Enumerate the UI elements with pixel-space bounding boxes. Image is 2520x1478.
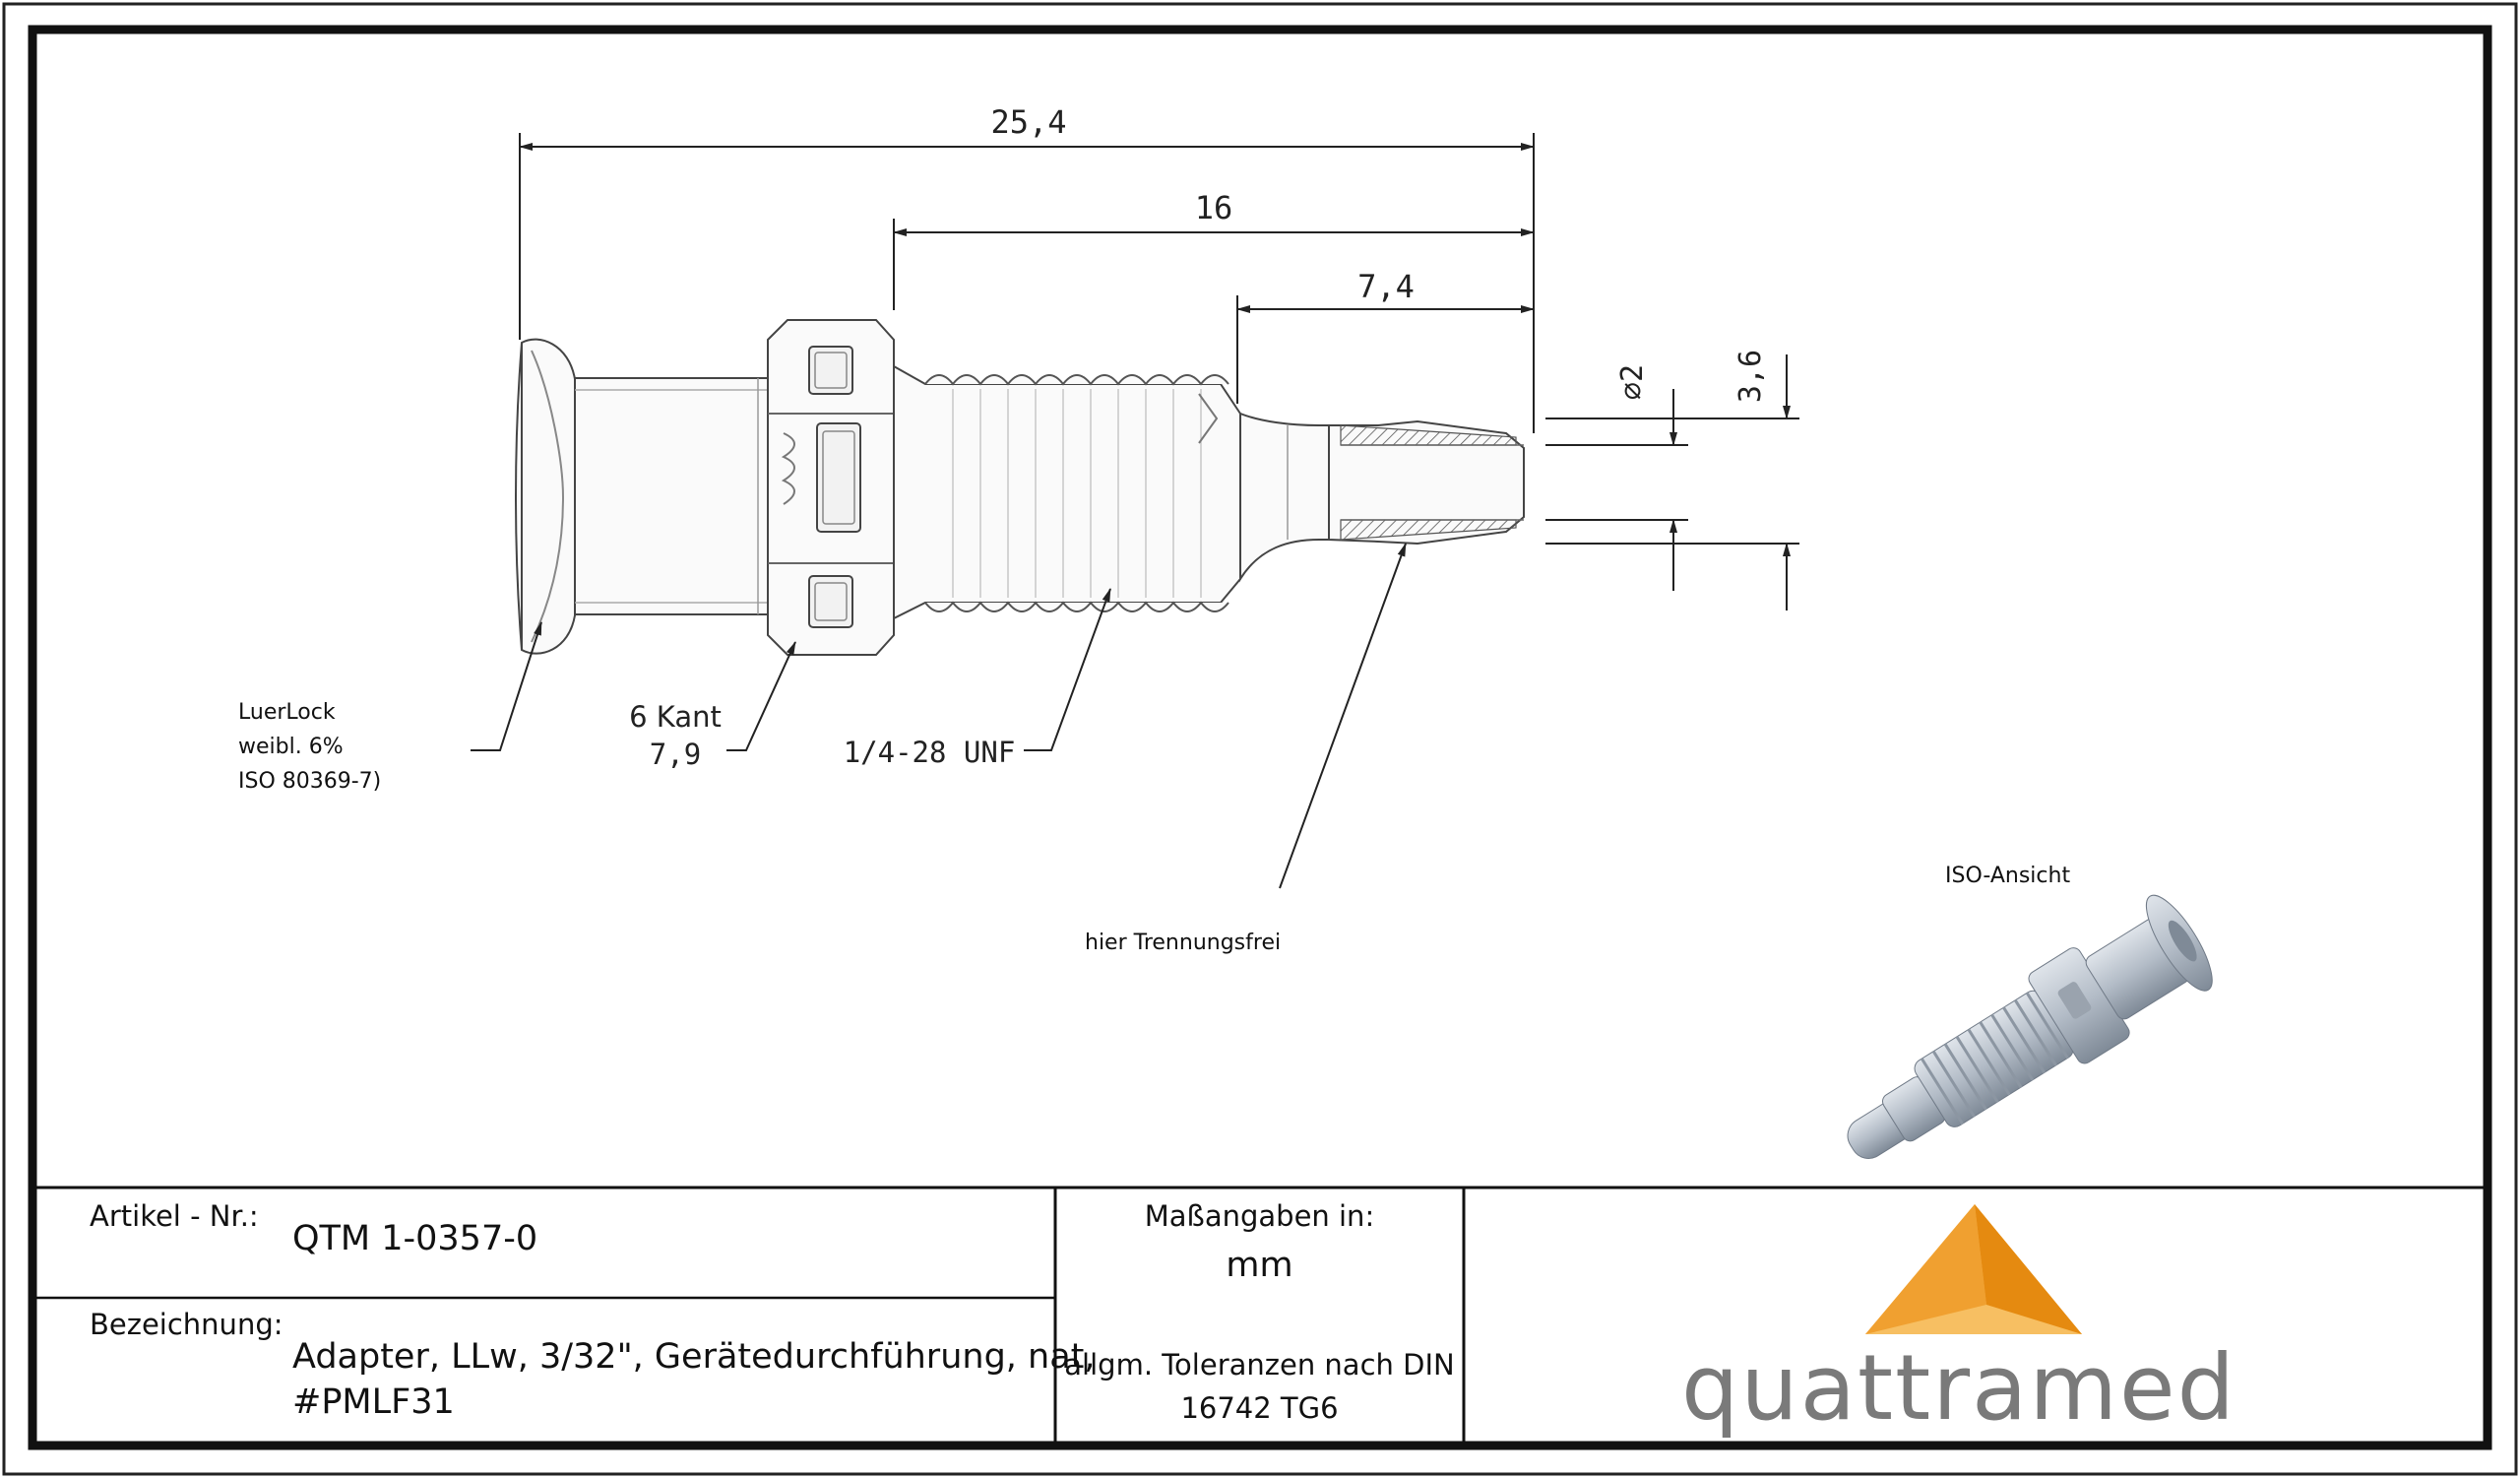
- units-value: mm: [1226, 1246, 1293, 1285]
- quattramed-logo: [1865, 1204, 2082, 1334]
- dim-outer-diameter: 3,6: [1733, 350, 1768, 403]
- iso-view-image: [1847, 894, 2213, 1159]
- callout-leaders: [471, 543, 1407, 889]
- designation-value: Adapter, LLw, 3/32", Gerätedurchführung,…: [292, 1334, 1096, 1425]
- dim-barb-length: 7,4: [1357, 268, 1415, 305]
- thread-callout: 1/4-28 UNF: [844, 736, 1016, 769]
- luer-note-line: ISO 80369-7): [238, 769, 382, 794]
- luer-lock-note: LuerLock weibl. 6% ISO 80369-7): [238, 695, 381, 799]
- luer-note-line: weibl. 6%: [238, 735, 344, 759]
- tolerance-line: allgm. Toleranzen nach DIN: [1064, 1348, 1455, 1382]
- dimension-lines: [519, 133, 1799, 610]
- brand-wordmark: quattramed: [1680, 1335, 2237, 1441]
- dim-thread-length: 16: [1195, 189, 1233, 226]
- article-number-label: Artikel - Nr.:: [90, 1199, 259, 1233]
- hex-callout-line2: 7,9: [650, 738, 701, 771]
- iso-view-label: ISO-Ansicht: [1945, 864, 2071, 888]
- units-label: Maßangaben in:: [1144, 1199, 1375, 1233]
- adapter-side-view: [515, 319, 1525, 656]
- article-number-value: QTM 1-0357-0: [292, 1219, 538, 1258]
- title-block-grid: [35, 1186, 2485, 1443]
- designation-label: Bezeichnung:: [90, 1308, 284, 1341]
- hex-callout-line1: 6 Kant: [629, 700, 722, 734]
- designation-line: #PMLF31: [292, 1382, 455, 1422]
- designation-line: Adapter, LLw, 3/32", Gerätedurchführung,…: [292, 1337, 1096, 1377]
- logo-triangle-mid: [1865, 1204, 1986, 1334]
- dim-inner-diameter: ⌀2: [1615, 364, 1650, 400]
- general-tolerance-note: allgm. Toleranzen nach DIN 16742 TG6: [1055, 1343, 1464, 1430]
- tolerance-line: 16742 TG6: [1180, 1391, 1339, 1425]
- dim-overall-length: 25,4: [990, 103, 1066, 141]
- separation-note: hier Trennungsfrei: [1085, 931, 1282, 955]
- logo-triangle-dark: [1975, 1204, 2082, 1334]
- luer-note-line: LuerLock: [238, 700, 336, 725]
